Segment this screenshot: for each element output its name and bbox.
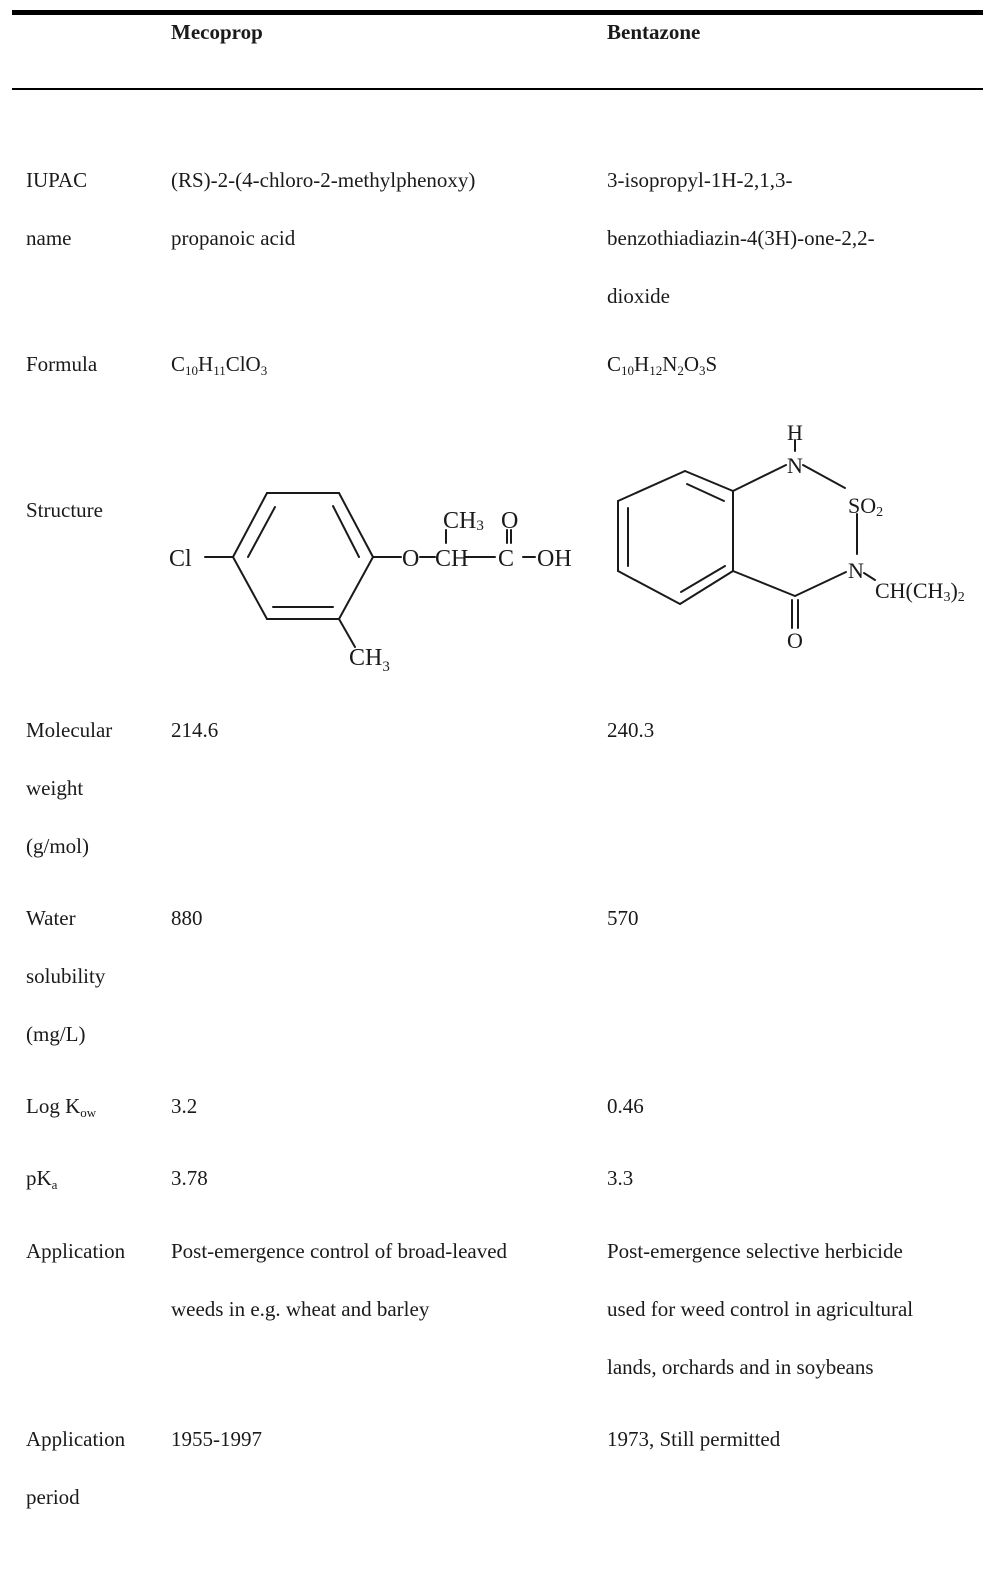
mecoprop-ch-label: CH	[435, 546, 468, 572]
structure-label: Structure	[26, 498, 103, 522]
bentazone-n2-label: N	[848, 558, 864, 583]
pka-mecoprop: 3.78	[171, 1166, 208, 1190]
formula-mecoprop: C10H11ClO3	[171, 352, 268, 378]
mecoprop-carboxyl-c-label: C	[498, 546, 514, 572]
solubility-mecoprop: 880	[171, 906, 203, 930]
table-top-rule	[12, 10, 983, 15]
bentazone-isopropyl-label: CH(CH3)2	[875, 578, 965, 605]
mw-bentazone: 240.3	[607, 718, 655, 742]
period-mecoprop: 1955-1997	[171, 1427, 262, 1451]
iupac-mecoprop: (RS)-2-(4-chloro-2-methylphenoxy) propan…	[171, 168, 476, 250]
pka-bentazone: 3.3	[607, 1166, 634, 1190]
iupac-bentazone: 3-isopropyl-1H-2,1,3- benzothiadiazin-4(…	[607, 168, 875, 308]
logkow-label: Log Kow	[26, 1094, 97, 1120]
mecoprop-ether-o-label: O	[402, 546, 419, 572]
bentazone-structure: H N SO2 N CH(CH3)2 O	[617, 420, 965, 653]
formula-bentazone: C10H12N2O3S	[607, 352, 718, 378]
mecoprop-ch3-top-label: CH3	[443, 508, 484, 534]
mw-label: Molecular weight (g/mol)	[26, 718, 113, 858]
logkow-bentazone: 0.46	[607, 1094, 644, 1118]
application-bentazone: Post-emergence selective herbicide used …	[607, 1239, 914, 1379]
mecoprop-cl-label: Cl	[169, 546, 192, 572]
logkow-mecoprop: 3.2	[171, 1094, 198, 1118]
mecoprop-structure: Cl O CH C OH CH3 O CH3	[169, 492, 572, 675]
application-label: Application	[26, 1239, 126, 1263]
header-mecoprop: Mecoprop	[171, 20, 263, 44]
mecoprop-carbonyl-o-label: O	[501, 508, 518, 534]
mecoprop-ch3-bottom-label: CH3	[349, 645, 390, 675]
header-bentazone: Bentazone	[607, 20, 701, 44]
period-bentazone: 1973, Still permitted	[607, 1427, 781, 1451]
period-label: Application period	[26, 1427, 126, 1509]
bentazone-carbonyl-o-label: O	[787, 628, 803, 653]
formula-label: Formula	[26, 352, 98, 376]
iupac-label: IUPAC name	[26, 168, 88, 250]
solubility-label: Water solubility (mg/L)	[26, 906, 106, 1046]
bentazone-so2-label: SO2	[848, 493, 883, 520]
application-mecoprop: Post-emergence control of broad-leaved w…	[171, 1239, 508, 1321]
bentazone-h-label: H	[787, 420, 803, 445]
table-header-rule	[12, 88, 983, 90]
pka-label: pKa	[26, 1166, 58, 1192]
mw-mecoprop: 214.6	[171, 718, 219, 742]
solubility-bentazone: 570	[607, 906, 639, 930]
mecoprop-oh-label: OH	[537, 546, 572, 572]
bentazone-n1-label: N	[787, 453, 803, 478]
